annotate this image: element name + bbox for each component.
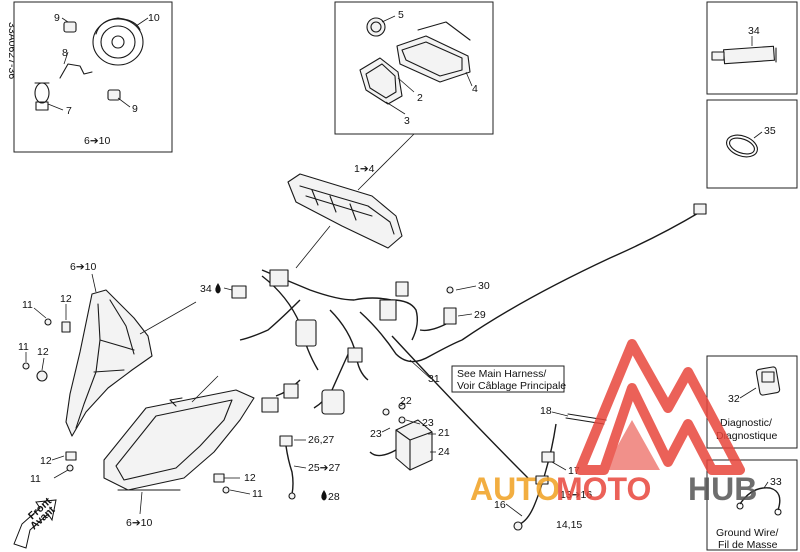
gauge-parts (359, 17, 471, 105)
callout-16: 16 (494, 499, 506, 511)
cap-part-bottom (107, 89, 121, 101)
ground-label-2: Fil de Masse (718, 539, 778, 551)
callout-9: 9 (54, 12, 60, 24)
kit-headlamp-bottom: 6➔10 (126, 517, 152, 529)
temp-sensor (279, 435, 296, 500)
ground-wire-box (706, 459, 798, 551)
callout-5: 5 (398, 9, 404, 21)
main-harness-note-2: Voir Câblage Principale (457, 380, 566, 392)
instrument-cluster (287, 173, 403, 249)
sealant-tube (711, 45, 777, 65)
callout-9b: 9 (132, 103, 138, 115)
callout-34-box: 34 (748, 25, 760, 37)
ground-label-1: Ground Wire/ (716, 527, 779, 539)
diagnostic-label-2: Diagnostique (716, 430, 777, 442)
main-harness-note-box (451, 365, 565, 393)
kit-headlamp: 6➔10 (84, 135, 110, 147)
callout-12-d: 12 (244, 472, 256, 484)
callout-24: 24 (438, 446, 450, 458)
callout-12-c: 12 (40, 455, 52, 467)
front-arrow: Front Avant (13, 495, 58, 549)
callout-21: 21 (438, 427, 450, 439)
callout-35: 35 (764, 125, 776, 137)
diagnostic-connector (755, 366, 781, 396)
callout-3: 3 (404, 115, 410, 127)
callout-23-a: 23 (422, 417, 434, 429)
callout-4: 4 (472, 83, 478, 95)
callout-11-a: 11 (22, 299, 33, 311)
kit-gauge: 1➔4 (354, 163, 375, 175)
callout-23-b: 23 (370, 428, 382, 440)
relay-module (369, 402, 433, 471)
callout-17: 17 (568, 465, 580, 477)
watermark-moto: MOTO (556, 471, 651, 507)
watermark-auto: AUTO (470, 471, 560, 507)
callout-2: 2 (417, 92, 423, 104)
headlamp-left (65, 289, 153, 437)
callout-11-c: 11 (30, 473, 41, 485)
callout-28: 28 (328, 491, 340, 503)
callout-7: 7 (66, 105, 72, 117)
sensor-part (419, 286, 457, 332)
ground-wire (736, 487, 782, 516)
callout-11-b: 11 (18, 341, 29, 353)
callout-13-16: 13➔16 (560, 489, 592, 501)
callout-22: 22 (400, 395, 412, 407)
bulb-part (34, 82, 50, 111)
callout-10: 10 (148, 12, 160, 24)
headlamp-detail-box (13, 1, 173, 153)
callout-12-a: 12 (60, 293, 72, 305)
callout-14-15: 14,15 (556, 519, 582, 531)
drop-icon (215, 283, 221, 294)
throttle-cable (391, 335, 607, 531)
main-harness-note-1: See Main Harness/ (457, 368, 546, 380)
callout-11-d: 11 (252, 488, 263, 500)
callout-8: 8 (62, 47, 68, 59)
callout-18: 18 (540, 405, 552, 417)
callout-31: 31 (428, 373, 440, 385)
callout-33: 33 (770, 476, 782, 488)
drop-icon-28 (321, 490, 327, 501)
cable-tie (726, 134, 758, 158)
reflector-part (92, 17, 144, 66)
fasteners-bottom (213, 473, 230, 494)
callout-26-27: 26,27 (308, 434, 334, 446)
cap-part-top (63, 21, 77, 33)
callout-29: 29 (474, 309, 486, 321)
headlamp-bottom (103, 389, 255, 491)
callout-34: 34 (200, 283, 212, 295)
watermark-logo: AUTO MOTO HUB (470, 339, 757, 507)
diagnostic-label-1: Diagnostic/ (720, 417, 772, 429)
callout-32: 32 (728, 393, 740, 405)
callout-30: 30 (478, 280, 490, 292)
fasteners-left (22, 318, 77, 472)
main-harness (231, 203, 707, 415)
watermark-hub: HUB (688, 471, 757, 507)
clip-part (59, 63, 93, 79)
callout-25-27: 25➔27 (308, 462, 340, 474)
callout-12-b: 12 (37, 346, 49, 358)
kit-headlamp-left: 6➔10 (70, 261, 96, 273)
